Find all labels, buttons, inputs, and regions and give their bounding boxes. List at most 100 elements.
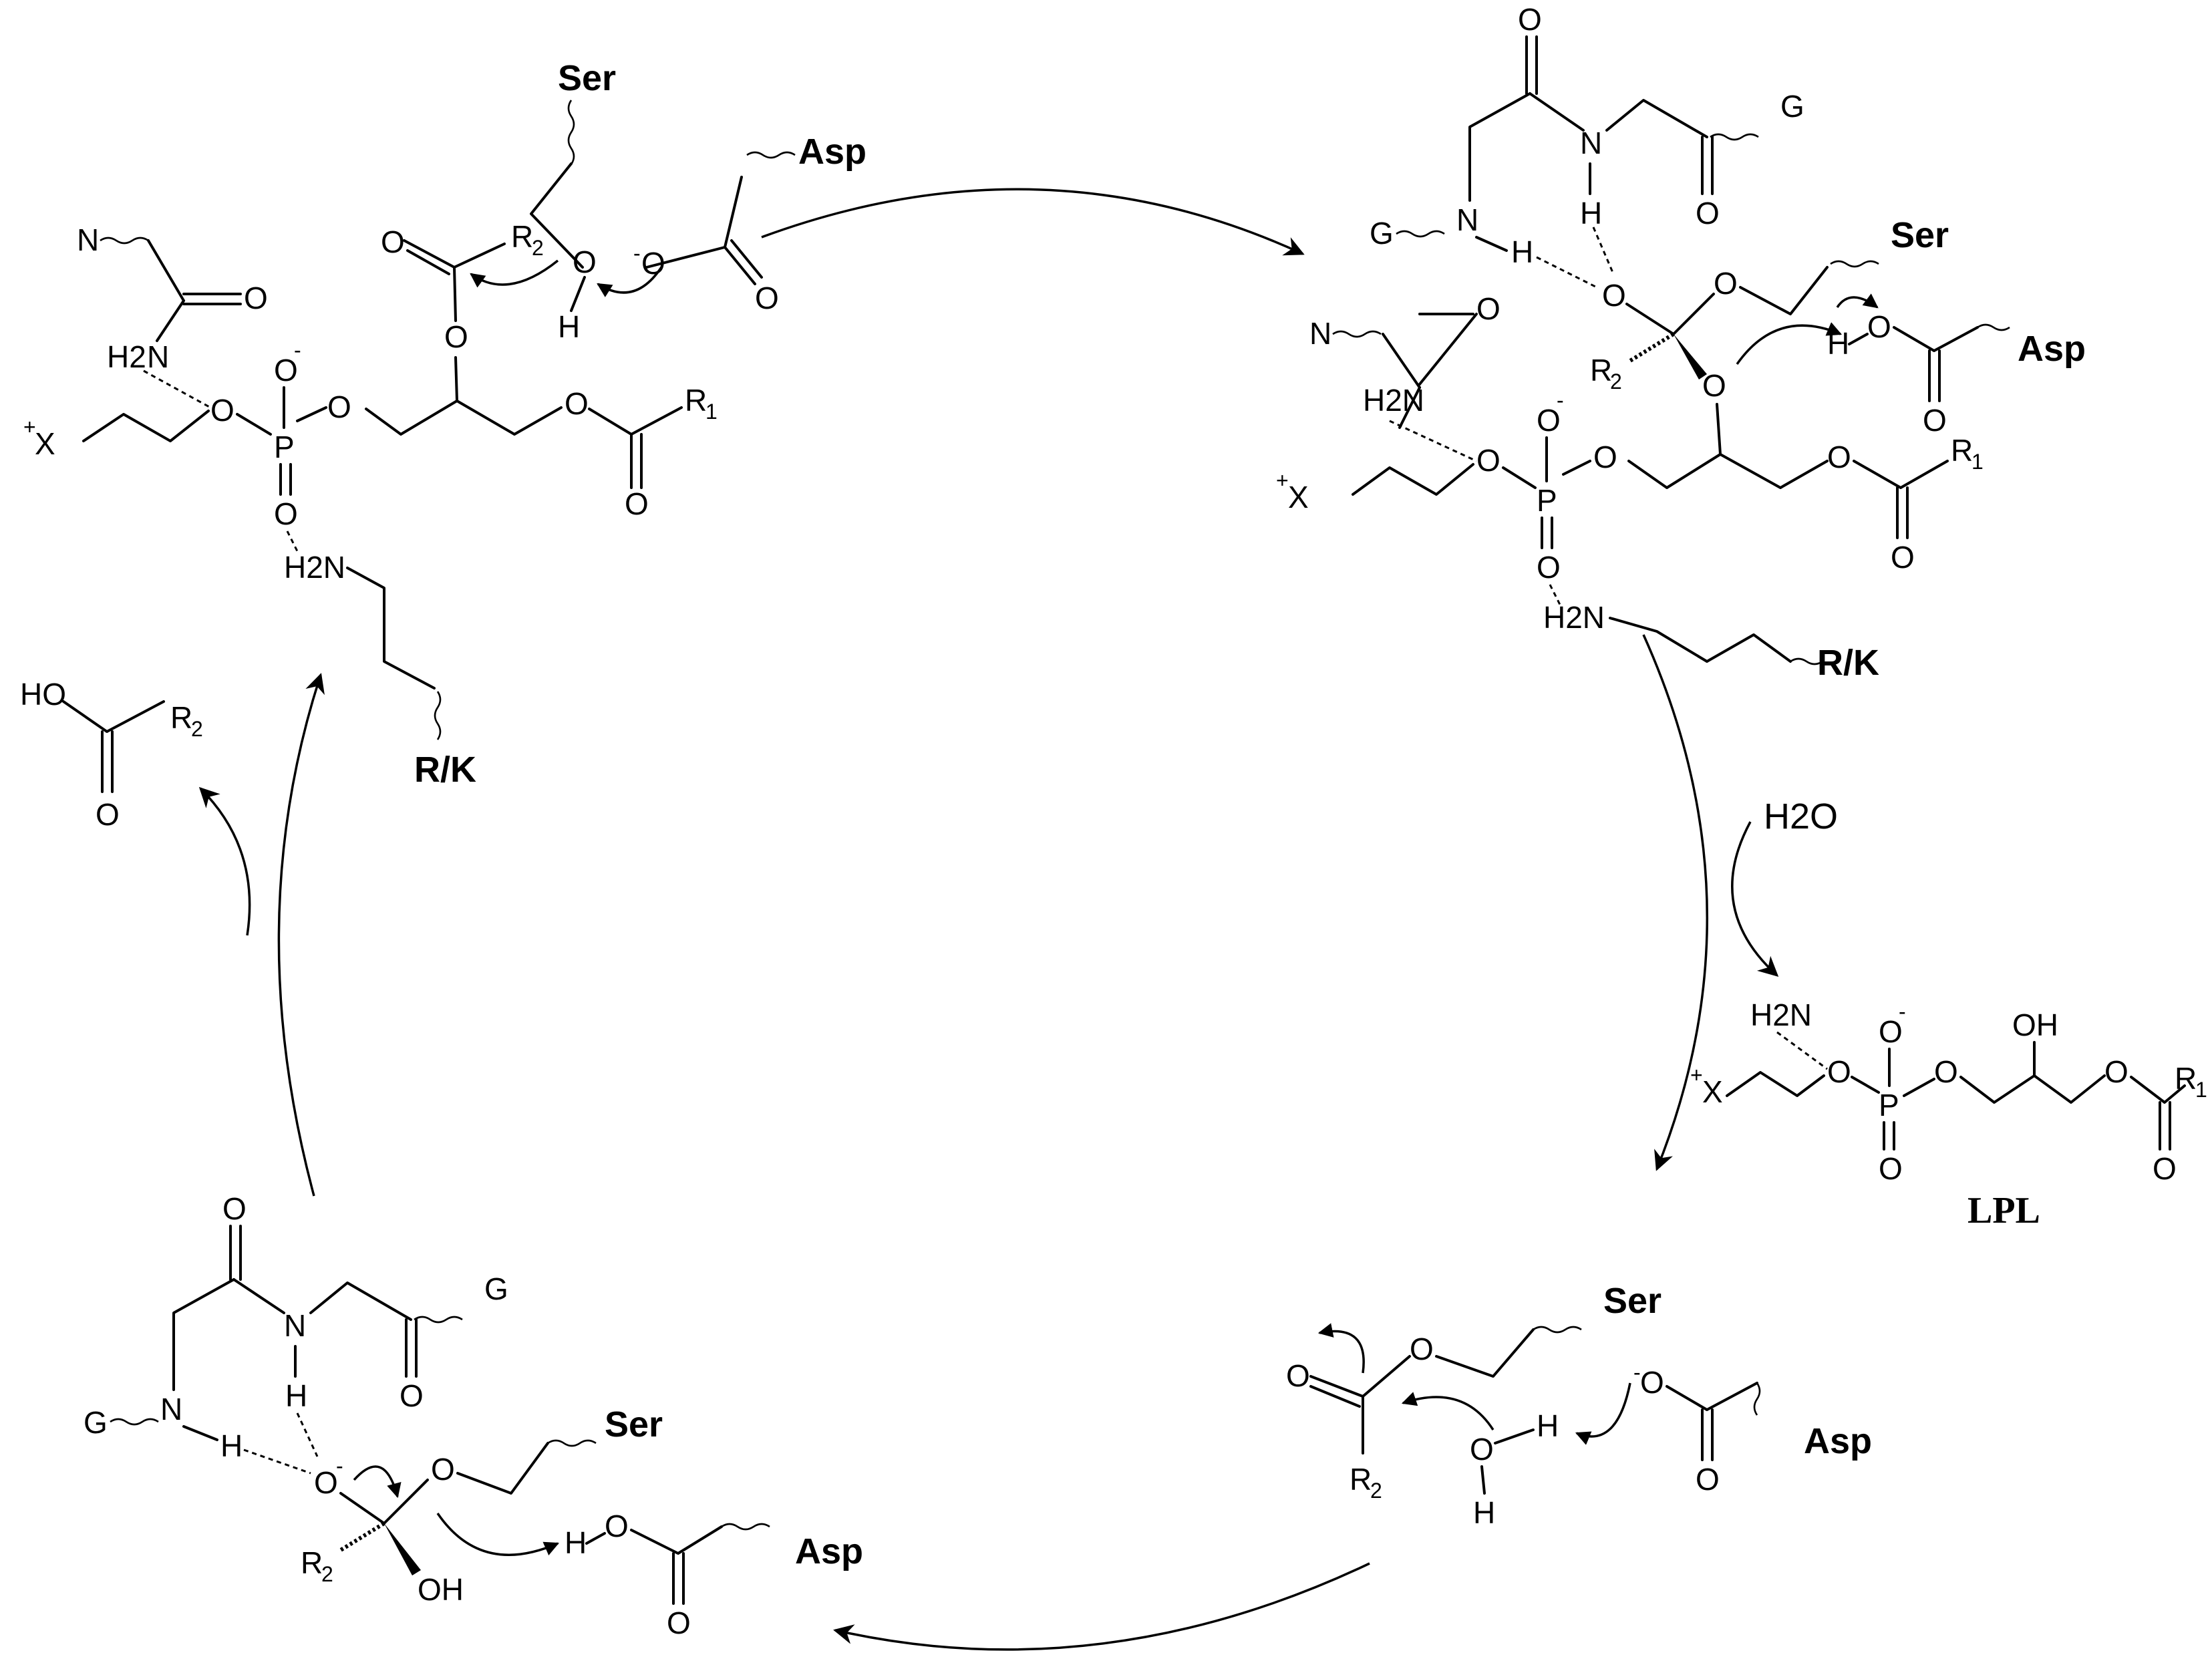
- atom-r1: R: [685, 383, 707, 418]
- bond: [1362, 1355, 1411, 1398]
- curly-arrow: [1317, 1323, 1365, 1374]
- charge-minus: -: [336, 1454, 343, 1478]
- atom-o: O: [1891, 540, 1915, 575]
- bond: [1418, 313, 1478, 386]
- bond: [1848, 333, 1869, 345]
- atom-n: N: [284, 1308, 306, 1343]
- atom-o: O: [573, 245, 597, 279]
- atom-o: O: [1593, 440, 1617, 474]
- atom-h: H: [220, 1428, 243, 1463]
- atom-h: H: [565, 1525, 587, 1560]
- atom-o: O: [565, 386, 589, 421]
- atom-o-minus: O: [274, 353, 298, 388]
- atom-o: O: [1286, 1358, 1310, 1393]
- state-2-tetrahedral-intermediate: G N O N H O G H O O Ser O R 2 H: [1276, 2, 2086, 683]
- charge-plus: +: [23, 415, 36, 439]
- atom-r1: R: [2175, 1061, 2197, 1096]
- atom-o: O: [1470, 1432, 1494, 1467]
- atom-h: H: [285, 1378, 307, 1413]
- atom-x: X: [1288, 480, 1309, 514]
- bond: [1726, 1071, 1825, 1097]
- bond: [1398, 386, 1421, 429]
- atom-o: O: [244, 281, 268, 315]
- wavy-bond: [1332, 330, 1382, 338]
- hydrogen-bond: [1592, 226, 1615, 275]
- curly-arrow: [1736, 322, 1843, 365]
- released-fatty-acid: HO R 2 O: [20, 677, 203, 832]
- atom-o: O: [431, 1452, 455, 1487]
- hydrogen-bond: [1776, 1031, 1828, 1070]
- bond: [236, 413, 272, 436]
- wavy-bond: [1753, 1382, 1761, 1416]
- atom-o-minus: O: [1879, 1014, 1903, 1049]
- charge-minus: -: [1557, 388, 1564, 412]
- wavy-bond: [110, 1418, 159, 1426]
- atom-o: O: [1518, 2, 1542, 37]
- curly-arrow: [436, 1513, 560, 1556]
- atom-o: O: [2153, 1151, 2177, 1186]
- bond: [1480, 1465, 1486, 1495]
- bond: [147, 239, 185, 302]
- bond: [585, 1532, 606, 1545]
- bond: [1494, 1428, 1535, 1444]
- bond: [232, 1278, 285, 1314]
- atom-r2: R: [1590, 353, 1612, 388]
- atom-o: O: [1714, 266, 1738, 301]
- wavy-bond: [567, 100, 575, 165]
- wavy-bond: [721, 1523, 770, 1531]
- bond: [1853, 460, 1949, 489]
- atom-o: O: [1602, 278, 1626, 313]
- atom-n: N: [1309, 316, 1331, 351]
- hydrogen-bond: [143, 369, 211, 409]
- wedge-bond: [1674, 334, 1707, 379]
- bond: [730, 239, 763, 279]
- bond: [82, 410, 210, 442]
- atom-h2n: H2N: [284, 550, 345, 585]
- bond: [1529, 92, 1585, 132]
- bond: [403, 239, 456, 269]
- bond: [406, 249, 450, 275]
- bond: [1309, 1385, 1361, 1408]
- residue-asp: Asp: [795, 1531, 863, 1571]
- charge-plus: +: [1690, 1063, 1703, 1087]
- atom-o: O: [1696, 196, 1720, 231]
- atom-o: O: [1934, 1054, 1958, 1089]
- atom-h: H: [1473, 1495, 1495, 1530]
- atom-o: O: [1867, 309, 1891, 344]
- bond: [339, 1492, 385, 1525]
- bond: [456, 400, 563, 436]
- wavy-bond: [1790, 657, 1823, 665]
- bond: [530, 162, 584, 269]
- wavy-bond: [1396, 230, 1445, 238]
- atom-p: P: [1537, 483, 1557, 518]
- atom-o: O: [444, 319, 468, 354]
- bond: [1666, 1382, 1758, 1411]
- atom-ho: HO: [20, 677, 66, 712]
- atom-r1-sub: 1: [705, 400, 718, 424]
- bond: [156, 299, 185, 342]
- atom-h: H: [1580, 196, 1602, 231]
- atom-o: O: [667, 1606, 691, 1640]
- hydrogen-bond: [1389, 420, 1477, 462]
- atom-o-minus: O: [1640, 1365, 1664, 1400]
- cycle-arrow-left: [277, 673, 325, 1197]
- bond: [724, 246, 756, 285]
- atom-r2-sub: 2: [1370, 1479, 1382, 1503]
- bond: [570, 276, 586, 312]
- reagent-water: H2O: [1764, 796, 1838, 836]
- water-addition-arrow: [1731, 821, 1779, 977]
- atom-h2n: H2: [107, 339, 146, 374]
- charge-minus: -: [1899, 1000, 1906, 1024]
- hydrogen-bond: [286, 530, 299, 552]
- curly-arrow: [353, 1465, 402, 1499]
- atom-g: G: [84, 1405, 108, 1440]
- residue-asp: Asp: [798, 132, 866, 172]
- hydrogen-bond: [243, 1449, 311, 1475]
- bond: [1352, 463, 1474, 496]
- bond: [172, 1278, 235, 1391]
- atom-o: O: [625, 486, 649, 521]
- atom-o: O: [222, 1191, 247, 1226]
- atom-o: O: [381, 224, 405, 259]
- bond: [1625, 303, 1675, 335]
- state-1-substrate-complex: Ser O H Asp O O - O R 2 O O R 1 O: [23, 58, 866, 790]
